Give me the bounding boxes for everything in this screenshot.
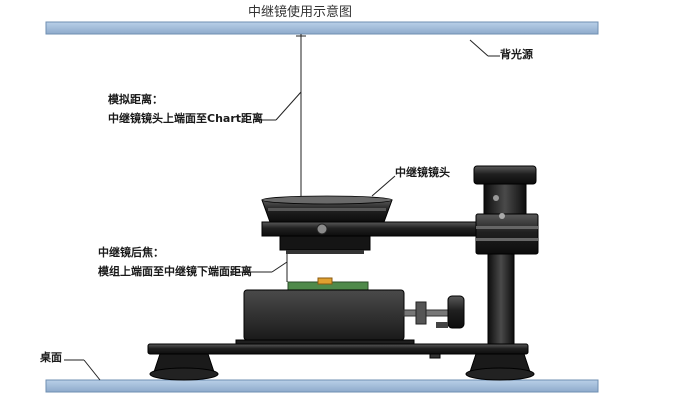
sim-distance-leader: [275, 91, 302, 121]
desktop-label: 桌面: [40, 351, 62, 364]
base-plate: [147, 343, 535, 381]
lens-stand: [473, 165, 539, 351]
bfl-leader: [271, 261, 288, 273]
backlight-plate: [45, 21, 599, 35]
camera-module: [235, 277, 415, 349]
relay-lens-head-label: 中继镜镜头: [395, 166, 450, 179]
backlight-leader: [469, 39, 489, 57]
desktop-leader: [83, 359, 101, 381]
lens-head-leader: [371, 175, 396, 197]
relay-lens: [261, 195, 538, 254]
desktop-plate: [45, 379, 599, 393]
bfl-title: 中继镜后焦：: [98, 246, 164, 259]
sim-distance-desc: 中继镜镜头上端面至Chart距离: [108, 112, 264, 125]
backlight-label: 背光源: [500, 48, 533, 61]
diagram-title: 中继镜使用示意图: [248, 5, 353, 20]
bfl-desc: 模组上端面至中继镜下端面距离: [98, 265, 252, 278]
sim-distance-title: 模拟距离：: [108, 93, 163, 106]
adjust-screw: [403, 295, 465, 359]
